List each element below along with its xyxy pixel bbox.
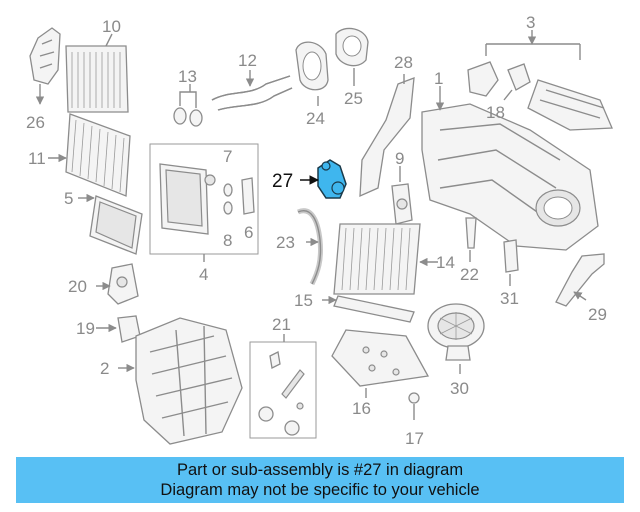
part-13-o-rings: [173, 84, 203, 127]
label-14: 14: [436, 253, 455, 272]
part-17-screw: [408, 392, 420, 420]
label-21: 21: [272, 315, 291, 334]
part-5-filter: [78, 193, 143, 255]
part-28-bracket: [359, 74, 415, 198]
label-7: 7: [223, 147, 232, 166]
part-15-seal: [322, 295, 415, 323]
box-part-21: [249, 334, 317, 439]
label-25: 25: [344, 89, 363, 108]
part-16-tray: [331, 329, 430, 398]
part-2-housing: [118, 317, 243, 445]
label-20: 20: [68, 277, 87, 296]
banner-line-1: Part or sub-assembly is #27 in diagram: [176, 461, 464, 479]
part-18-lever: [503, 63, 531, 101]
label-11: 11: [28, 149, 46, 168]
label-10: 10: [102, 17, 121, 36]
label-26: 26: [26, 113, 45, 132]
label-18: 18: [486, 103, 505, 122]
part-24-gasket: [295, 41, 329, 106]
label-9: 9: [395, 149, 404, 168]
banner-line-2: Diagram may not be specific to your vehi…: [160, 481, 480, 499]
part-27-highlighted: [300, 159, 347, 199]
part-31-sensor: [503, 239, 519, 286]
label-30: 30: [450, 379, 469, 398]
label-31: 31: [500, 289, 519, 308]
label-8: 8: [223, 231, 232, 250]
label-28: 28: [394, 53, 413, 72]
label-23: 23: [276, 233, 295, 252]
label-27-highlight: 27: [272, 171, 293, 192]
part-30-blower: [427, 303, 485, 374]
part-3-group: [467, 30, 613, 131]
label-15: 15: [294, 291, 313, 310]
label-5: 5: [64, 189, 73, 208]
part-9-sensor: [391, 166, 413, 225]
part-20-actuator: [96, 263, 139, 305]
part-23-hose: [297, 208, 323, 286]
part-19-actuator: [96, 315, 141, 343]
label-17: 17: [405, 429, 424, 448]
label-3: 3: [526, 13, 535, 32]
label-4: 4: [199, 265, 208, 284]
part-25-gasket: [335, 27, 369, 86]
info-banner: Part or sub-assembly is #27 in diagram D…: [16, 457, 624, 503]
label-12: 12: [238, 51, 257, 70]
label-13: 13: [178, 67, 197, 86]
label-19: 19: [76, 319, 95, 338]
label-24: 24: [306, 109, 325, 128]
part-26-bracket: [29, 27, 61, 105]
label-6: 6: [244, 223, 253, 242]
label-29: 29: [588, 305, 607, 324]
part-12-pipes: [211, 70, 293, 111]
parts-diagram: 1 2 3 5 6 7 8 9 10 11 12 13 14 15 16 17 …: [26, 13, 613, 448]
part-1-main-housing: [421, 86, 599, 251]
label-2: 2: [100, 359, 109, 378]
part-22-clip: [465, 217, 477, 262]
box-part-4: [149, 143, 259, 262]
label-1: 1: [434, 69, 443, 88]
label-22: 22: [460, 265, 479, 284]
part-29-duct: [555, 253, 605, 307]
part-14-cabin-filter: [333, 223, 438, 295]
label-16: 16: [352, 399, 371, 418]
part-10-heater-core: [65, 33, 129, 113]
part-11-evaporator: [48, 113, 131, 197]
